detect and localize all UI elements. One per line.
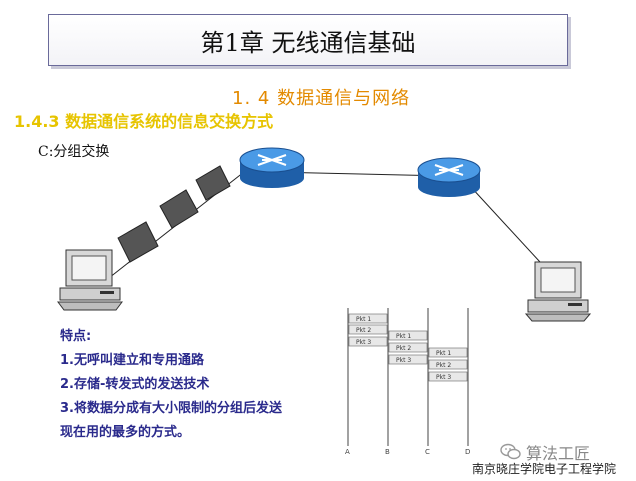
- packet-icon: [117, 221, 159, 263]
- chapter-title-box: 第1章 无线通信基础: [48, 14, 568, 66]
- packet-icon: [195, 165, 231, 201]
- chapter-title: 第1章 无线通信基础: [200, 28, 416, 57]
- packet-label: Pkt 3: [356, 339, 371, 346]
- router-icon: [417, 157, 481, 197]
- feature-item: 2.存储-转发式的发送技术: [60, 377, 210, 392]
- packet-label: Pkt 3: [396, 357, 411, 364]
- router-icon: [239, 147, 305, 188]
- node-label: A: [345, 448, 350, 456]
- section-heading: 1.4.3 数据通信系统的信息交换方式: [14, 112, 274, 131]
- node-label: D: [465, 448, 470, 456]
- features-heading: 特点:: [60, 329, 92, 344]
- packet-label: Pkt 3: [436, 374, 451, 381]
- computer-icon: [57, 249, 123, 311]
- timing-diagram: Pkt 1 Pkt 2 Pkt 3 Pkt 1 Pkt 2 Pkt 3 Pkt …: [345, 308, 470, 456]
- packet-label: Pkt 1: [436, 350, 451, 357]
- packet-label: Pkt 1: [396, 333, 411, 340]
- packet-icon: [159, 189, 199, 229]
- feature-item: 现在用的最多的方式。: [60, 425, 191, 440]
- computer-icon: [524, 261, 592, 322]
- features-block: 特点: 1.无呼叫建立和专用通路 2.存储-转发式的发送技术 3.将数据分成有大…: [60, 325, 340, 445]
- node-label: B: [385, 448, 390, 456]
- subtitle: 1. 4 数据通信与网络: [232, 88, 411, 109]
- watermark-brand-text: 算法工匠: [526, 444, 591, 463]
- feature-item: 1.无呼叫建立和专用通路: [60, 353, 204, 368]
- packets-in-transit: [117, 165, 231, 263]
- node-label: C: [425, 448, 430, 456]
- packet-label: Pkt 2: [436, 362, 451, 369]
- watermark-institution: 南京晓庄学院电子工程学院: [472, 462, 617, 476]
- feature-item: 3.将数据分成有大小限制的分组后发送: [60, 401, 282, 416]
- right-computer-link: [469, 185, 541, 263]
- packet-label: Pkt 2: [356, 327, 371, 334]
- packet-label: Pkt 1: [356, 316, 371, 323]
- watermark-brand: 算法工匠: [500, 440, 590, 464]
- wechat-icon: [500, 443, 521, 460]
- packet-label: Pkt 2: [396, 345, 411, 352]
- topic-label: C:分组交换: [38, 144, 110, 160]
